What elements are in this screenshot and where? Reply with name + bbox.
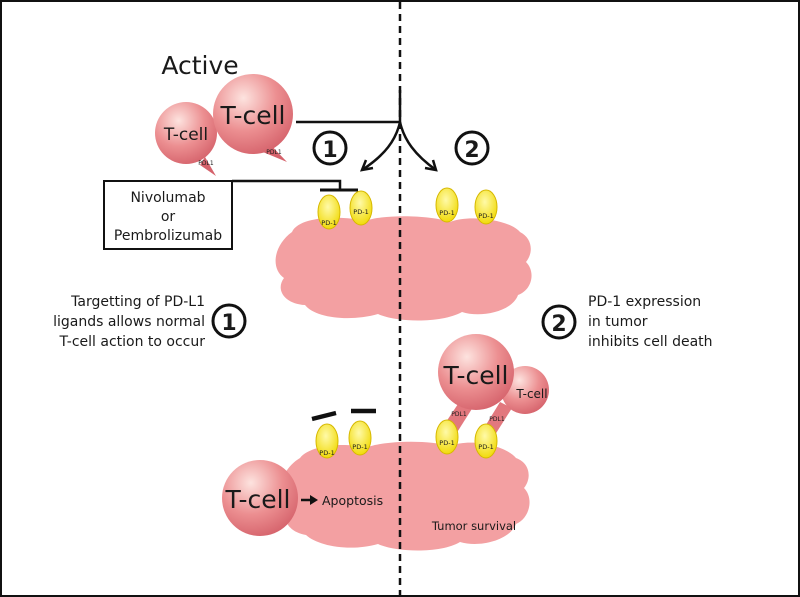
- active-label: Active: [161, 51, 238, 80]
- pd1-receptor: PD-1: [348, 420, 372, 456]
- note-2-line: inhibits cell death: [588, 334, 713, 350]
- tcell-label: T-cell: [442, 361, 508, 390]
- pd1-label: PD-1: [439, 439, 454, 447]
- tcell-label: T-cell: [219, 101, 285, 130]
- drug-name-line: Pembrolizumab: [114, 228, 222, 244]
- drug-name-line: Nivolumab: [130, 190, 205, 206]
- step-marker-2-top: 2: [454, 130, 490, 166]
- pd1-receptor: PD-1: [474, 189, 498, 225]
- pdl1-label: PDL1: [266, 149, 282, 156]
- step-number: 1: [221, 311, 236, 336]
- tcell-label: T-cell: [224, 485, 290, 514]
- pd1-receptor: PD-1: [349, 190, 373, 226]
- apoptosis-label: Apoptosis: [322, 493, 383, 508]
- pd1-receptor: PD-1: [474, 423, 498, 459]
- pd1-receptor: PD-1: [435, 419, 459, 455]
- tumor-survival-label: Tumor survival: [431, 519, 516, 533]
- note-2: PD-1 expression in tumor inhibits cell d…: [588, 294, 713, 350]
- pdl1-label: PDL1: [451, 411, 467, 418]
- tcell-large-bottom-right: T-cell: [438, 334, 514, 410]
- pd1-label: PD-1: [478, 443, 493, 451]
- drug-or-line: or: [161, 209, 176, 225]
- note-1-line: T-cell action to occur: [59, 334, 206, 350]
- step-marker-1-top: 1: [312, 130, 348, 166]
- tumor-cell-top: [275, 216, 532, 321]
- note-1-line: ligands allows normal: [53, 314, 205, 330]
- pd1-receptor: PD-1: [315, 423, 339, 459]
- pd1-label: PD-1: [321, 219, 336, 227]
- pdl1-label: PDL1: [198, 160, 214, 167]
- pd1-label: PD-1: [319, 449, 334, 457]
- pathway-arrows: [232, 90, 438, 192]
- step-number: 2: [464, 138, 479, 163]
- note-2-line: PD-1 expression: [588, 294, 701, 310]
- block-bar: [311, 410, 337, 422]
- tcell-label: T-cell: [163, 125, 208, 145]
- tcell-label: T-cell: [515, 387, 547, 401]
- drug-box: Nivolumab or Pembrolizumab: [103, 180, 233, 250]
- pd1-label: PD-1: [353, 208, 368, 216]
- pd1-label: PD-1: [352, 443, 367, 451]
- step-marker-2-note: 2: [541, 304, 577, 340]
- step-number: 1: [322, 138, 337, 163]
- step-number: 2: [551, 312, 566, 337]
- step-marker-1-note: 1: [211, 303, 247, 339]
- tcell-large-top: T-cell PDL1: [213, 74, 293, 162]
- pd1-label: PD-1: [478, 212, 493, 220]
- pd1-receptor: PD-1: [435, 187, 459, 223]
- note-2-line: in tumor: [588, 314, 648, 330]
- pd1-receptor: PD-1: [317, 194, 341, 230]
- note-1: Targetting of PD-L1 ligands allows norma…: [53, 294, 205, 350]
- pd1-label: PD-1: [439, 209, 454, 217]
- tcell-small-top: T-cell PDL1: [155, 102, 217, 176]
- tumor-cell-bottom: [280, 441, 530, 551]
- note-1-line: Targetting of PD-L1: [70, 294, 205, 310]
- pdl1-label: PDL1: [489, 416, 505, 423]
- tcell-bottom-left: T-cell: [222, 460, 298, 536]
- apoptosis-arrow: [301, 495, 318, 505]
